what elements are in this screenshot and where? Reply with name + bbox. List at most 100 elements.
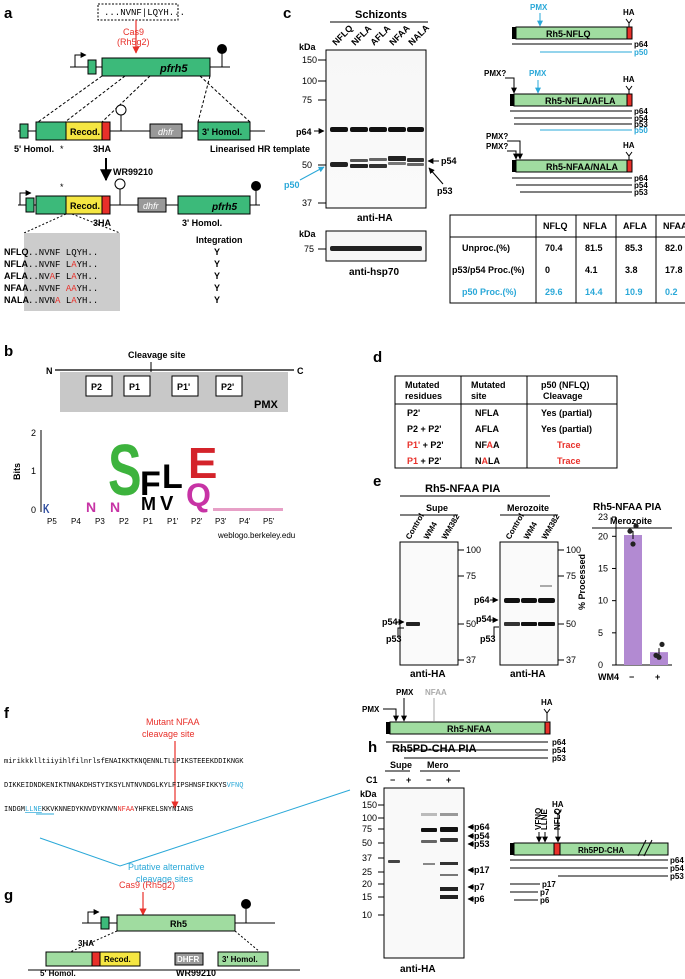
e-diag-pmx-2: PMX (396, 688, 414, 697)
d3-p64: p64 (634, 174, 648, 183)
h-band-p17: p17 (474, 865, 490, 875)
d1-p50: p50 (634, 48, 648, 57)
d1-p64: p64 (634, 40, 648, 49)
mero-blot (499, 541, 559, 666)
svg-text:M: M (141, 494, 156, 514)
h-marker-75: 75 (362, 824, 372, 834)
dhfr-label: dhfr (158, 127, 175, 137)
h-marker-20: 20 (362, 879, 372, 889)
marker-100: 100 (302, 76, 317, 86)
pmx-q-1: PMX? (484, 69, 506, 78)
integration-header: Integration (196, 235, 243, 245)
e-diag-ha: HA (541, 698, 553, 707)
d-site-3: NALA (475, 456, 500, 466)
e-marker-a-50: 50 (466, 619, 476, 629)
pmx-label-1: PMX (530, 3, 548, 12)
svg-text:V: V (160, 493, 174, 515)
h-kda: kDa (360, 789, 378, 799)
logo-pos-1: P4 (71, 517, 81, 526)
ytick-label-0: 0 (598, 660, 603, 670)
kda-label: kDa (299, 42, 317, 52)
cell-2-3: 0.2 (665, 287, 678, 297)
ha-tag-label: HA (623, 75, 635, 84)
point-1-1 (656, 654, 662, 660)
cut-site-box (97, 3, 179, 21)
xcat-0: − (629, 672, 634, 682)
e-marker-a-100: 100 (466, 545, 481, 555)
homol3-label-2: 3' Homol. (182, 218, 222, 228)
integration-2: Y (214, 271, 220, 281)
d-cleave-1: Yes (partial) (541, 424, 592, 434)
marker-50: 50 (302, 160, 312, 170)
h-marker-10: 10 (362, 910, 372, 920)
cell-0-2: 85.3 (625, 243, 643, 253)
rh5-sequence: mirikkklltiiyihlfilnrlsfENAIKKTKNQENNLTL… (4, 758, 244, 815)
terminator-icon (217, 44, 227, 54)
h-blot (383, 787, 465, 959)
lane-AFLA: AFLA (368, 23, 392, 47)
e-p53-left: p53 (386, 634, 402, 644)
point-1-2 (659, 641, 665, 648)
pocket-2 (171, 375, 199, 397)
pocket-0 (85, 375, 113, 397)
d2-p50: p50 (634, 126, 648, 135)
d3-p54: p54 (634, 181, 648, 190)
cell-2-2: 10.9 (625, 287, 643, 297)
rh5-nfla-bar-label: Rh5-NFLA/AFLA (545, 96, 616, 106)
marker-75-b: 75 (304, 244, 314, 254)
supe-blot (399, 541, 459, 666)
g-recod-label: Recod. (104, 955, 131, 964)
h-prod-p7: p7 (540, 888, 550, 897)
mutant-seq-1: ..NVNF LAYH.. (28, 260, 98, 270)
h-prod-p17: p17 (542, 880, 556, 889)
logo-pos-3: P2 (119, 517, 129, 526)
pmx-q-3: PMX? (486, 142, 508, 151)
d-res-0: P2' (407, 408, 420, 418)
row-label-0: Unproc.(%) (462, 243, 510, 253)
h-mero: Mero (427, 760, 449, 770)
e-diag-nfaa: NFAA (425, 688, 447, 697)
svg-text:S: S (108, 431, 142, 511)
mutant-seq-0: ..NVNF LQYH.. (28, 248, 98, 258)
panel-f: f Mutant NFAA cleavage site mirikkklltii… (4, 705, 351, 884)
h-band-p53: p53 (474, 839, 490, 849)
g-rh5-label: Rh5 (170, 919, 187, 929)
point-0-1 (630, 541, 636, 547)
ha-tag-label: HA (623, 141, 635, 150)
mutant-label-1: Mutant NFAA (146, 717, 200, 727)
g-dhfr-label: DHFR (177, 955, 199, 964)
panel-a-label: a (4, 5, 13, 22)
svg-text:N: N (86, 499, 96, 515)
template-label: Linearised HR template (210, 144, 310, 154)
panel-c-label: c (283, 5, 291, 22)
pmx-label: PMX (254, 399, 279, 411)
putative-label-1: Putative alternative (128, 862, 205, 872)
e-marker-a-37: 37 (466, 655, 476, 665)
d2-p53: p53 (634, 120, 648, 129)
h-signs: −+−+ (390, 775, 451, 785)
h-marker-37: 37 (362, 853, 372, 863)
h-prod-p54: p54 (670, 864, 684, 873)
kda-label-2: kDa (299, 229, 317, 239)
pfrh5-gene-label: pfrh5 (159, 63, 188, 75)
d-res-2: P1' + P2' (407, 440, 444, 450)
ytick-label-5: 5 (598, 628, 603, 638)
supe-label: Supe (426, 503, 448, 513)
n-terminus: N (46, 366, 53, 376)
marker-150: 150 (302, 55, 317, 65)
d-site-0: NFLA (475, 408, 499, 418)
ha3-label-2: 3HA (93, 218, 112, 228)
pocket-label-1: P1 (129, 382, 140, 392)
h-marker-150: 150 (362, 800, 377, 810)
sequence-logo: K N S N F M L V E Q (43, 431, 283, 516)
th-NFLA: NFLA (583, 221, 607, 231)
wr99210-label: WR99210 (113, 167, 153, 177)
h-sign-1: + (406, 775, 411, 785)
h-title: Rh5PD-CHA PIA (392, 743, 477, 755)
d-cleave-0: Yes (partial) (541, 408, 592, 418)
chart-title: Rh5-NFAA PIA (593, 502, 662, 513)
pocket-label-3: P2' (221, 382, 234, 392)
